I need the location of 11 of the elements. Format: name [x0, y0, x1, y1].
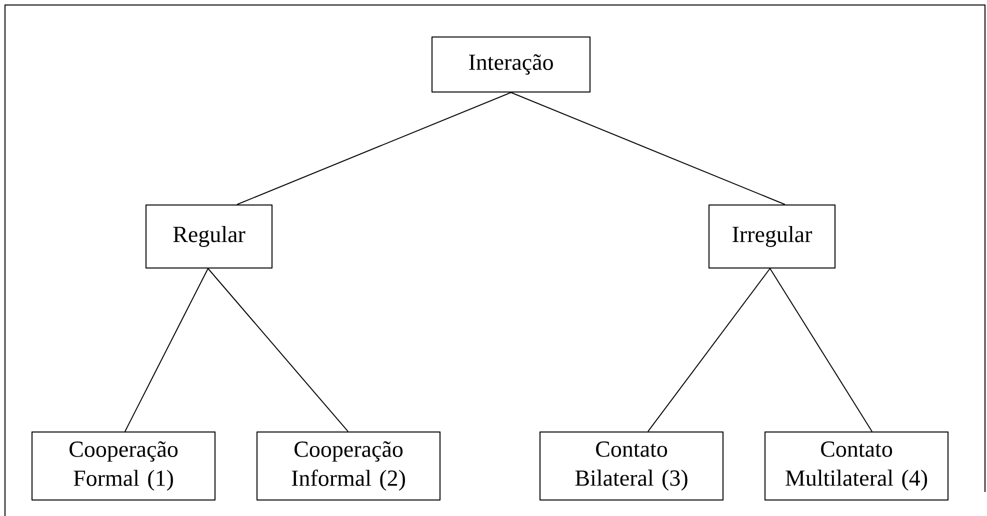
connector-line: [236, 92, 512, 205]
box: Contato Multilateral (4): [764, 431, 948, 500]
connector-line: [208, 268, 348, 432]
box: Interação: [432, 36, 590, 92]
box: Irregular: [708, 204, 836, 268]
box: Cooperação Informal (2): [256, 431, 440, 500]
box: Cooperação Formal (1): [32, 431, 216, 500]
box: Contato Bilateral (3): [540, 431, 724, 500]
box: Regular: [146, 204, 272, 268]
connector-line: [510, 92, 786, 205]
connector-line: [770, 268, 872, 432]
